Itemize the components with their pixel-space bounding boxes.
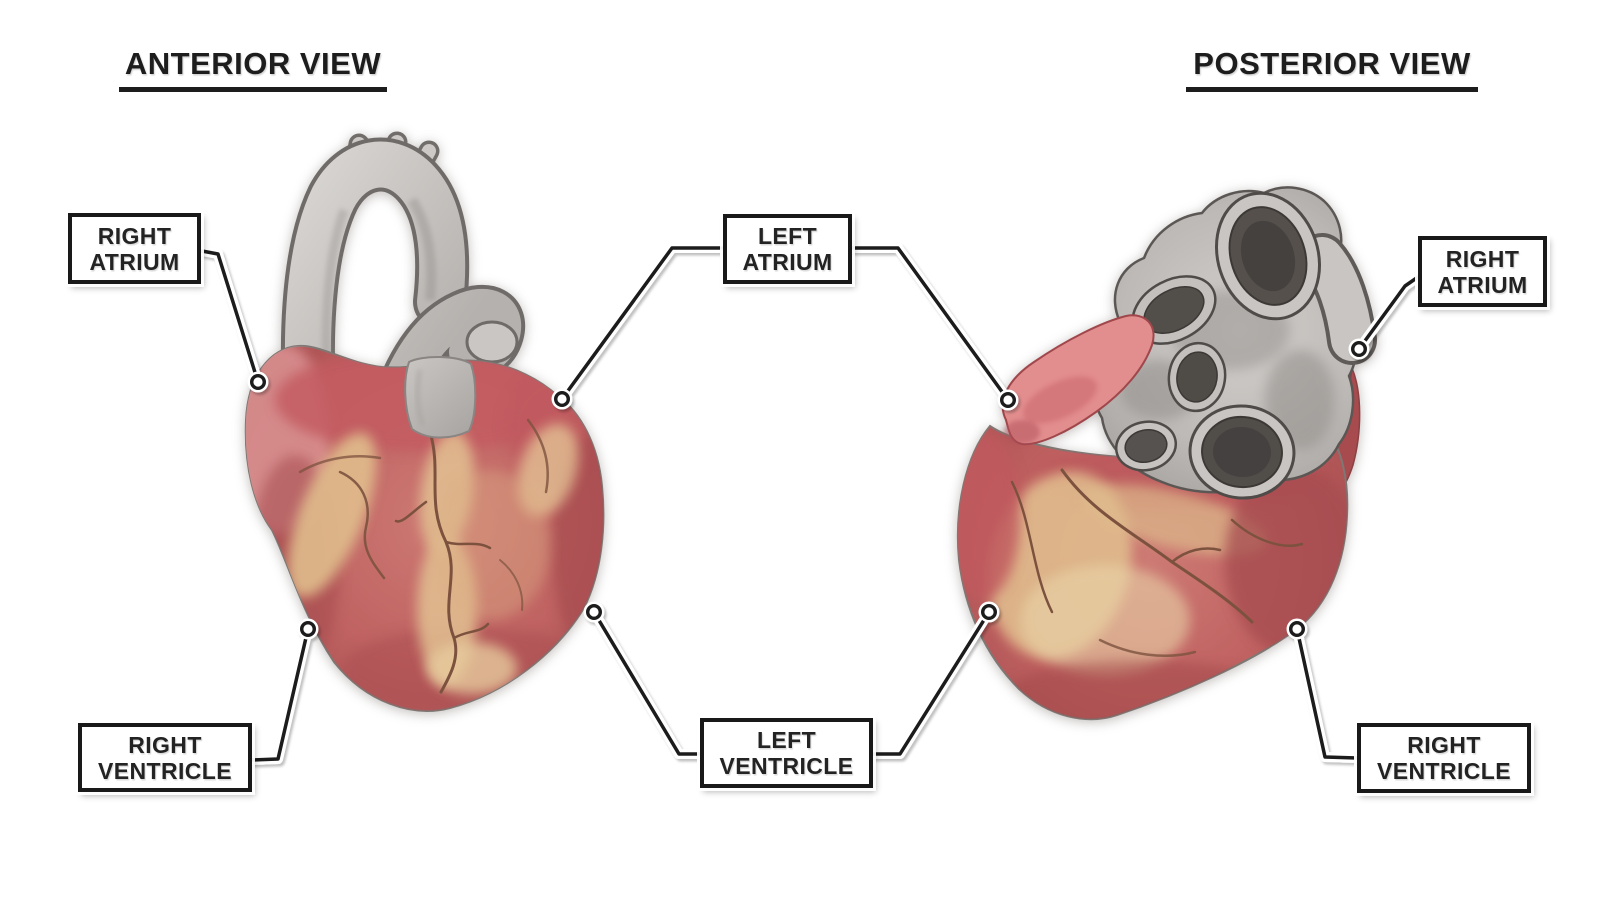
label-line: RIGHT [1407,732,1481,759]
label-anterior-right-atrium: RIGHT ATRIUM [68,213,201,284]
label-line: LEFT [757,223,818,250]
label-posterior-right-atrium: RIGHT ATRIUM [1418,236,1547,307]
leader-left-ventricle-posterior [868,601,1000,759]
label-line: VENTRICLE [98,757,232,784]
cut-vessel-opening-lower-left [1114,420,1178,472]
leader-left-atrium-posterior [847,243,1019,411]
anterior-heart-illustration [244,131,605,712]
label-posterior-right-ventricle: RIGHT VENTRICLE [1357,723,1531,793]
label-left-ventricle: LEFT VENTRICLE [700,718,873,788]
leader-anterior-right-ventricle [247,618,319,765]
label-line: VENTRICLE [719,753,854,779]
cut-vessel-opening-large-bottom [1188,404,1296,500]
posterior-left-atrium-patch [1001,314,1155,446]
cut-vessel-opening-center [1167,341,1227,413]
cut-vessel-opening-large-top [1214,191,1322,321]
posterior-view-title: POSTERIOR VIEW [1186,46,1478,92]
leader-anterior-right-atrium [197,246,269,393]
label-line: RIGHT [128,731,202,758]
coronary-vessels-anterior [298,418,549,694]
great-vessels-anterior [280,131,526,466]
leader-lines [197,243,1423,765]
leader-left-ventricle-anterior [583,601,705,759]
label-anterior-right-ventricle: RIGHT VENTRICLE [78,723,252,792]
label-left-atrium: LEFT ATRIUM [723,214,852,284]
label-line: RIGHT [1445,245,1520,272]
leader-posterior-right-ventricle [1286,618,1362,763]
label-line: ATRIUM [742,249,833,275]
label-line: LEFT [756,727,817,754]
leader-left-atrium-anterior [551,243,728,410]
label-line: RIGHT [97,222,172,249]
leader-posterior-right-atrium [1348,272,1423,360]
label-line: ATRIUM [89,248,180,275]
label-line: ATRIUM [1437,271,1528,298]
label-line: VENTRICLE [1377,758,1511,784]
coronary-vessels-posterior [1010,468,1304,658]
anterior-view-title: ANTERIOR VIEW [119,46,387,92]
